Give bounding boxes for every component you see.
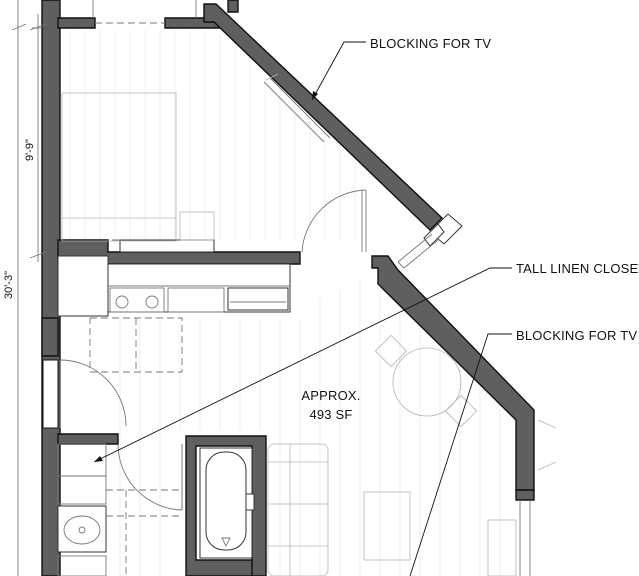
callout-blocking-tv-mid: BLOCKING FOR TV [516,328,637,343]
bedroom-depth-dimension: 9'-9" [24,139,36,161]
wall-cap-top [227,0,239,13]
dimension-lines [11,0,47,576]
diagonal-wall-upper [203,3,444,231]
entry-door [59,359,127,428]
linen-closet [397,213,463,269]
coffee-table [363,491,411,561]
west-wall-window-jamb [41,317,59,357]
round-table [374,334,478,428]
bathtub [199,447,255,559]
bathroom-north-wall [57,433,119,445]
west-exterior-wall [41,0,61,576]
bed [61,92,215,242]
bedroom-door [301,189,367,253]
tv-blocking-upper [263,73,331,143]
callout-blocking-tv-top: BLOCKING FOR TV [370,36,491,51]
kitchen-counter [57,255,291,317]
north-wall-left [57,17,96,29]
area-label: APPROX. [301,388,360,403]
overall-dimension: 30'-3" [3,271,15,299]
bathroom-vanity [57,443,180,576]
sofa [267,443,329,576]
callout-tall-linen-closet: TALL LINEN CLOSET [516,261,639,276]
floor-hatching [69,30,501,576]
area-value: 493 SF [309,407,352,422]
bathroom-door [117,443,183,511]
east-wall-stub [515,489,535,501]
headboard-shelf [119,239,215,253]
dining-table [89,317,183,373]
side-table [487,519,517,576]
west-wall-opening [42,359,59,429]
bathroom-tub-wall [185,435,267,576]
callout-leaders [93,41,512,576]
diagonal-wall-lower [371,255,535,491]
